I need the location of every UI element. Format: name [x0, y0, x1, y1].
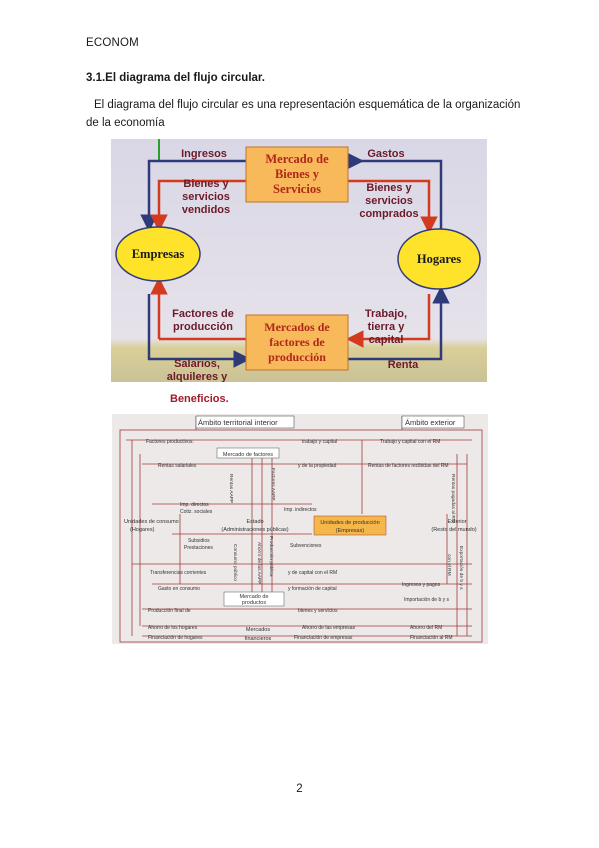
- factores-line2: producción: [173, 321, 233, 333]
- mercado-productos-line1: Mercado de: [239, 594, 268, 600]
- renta-label: Renta: [388, 359, 419, 371]
- trabajo-arrow: [346, 294, 431, 348]
- salarios-line2: alquileres y: [167, 371, 228, 382]
- ambito-interior-label: Ámbito territorial interior: [198, 418, 278, 427]
- unidades-consumo-line2: (Hogares): [130, 527, 155, 533]
- formacion-capital-label: y formación de capital: [288, 586, 337, 592]
- comprados-line2: servicios: [365, 195, 413, 207]
- transferencias-label: Transferencias corrientes: [150, 570, 207, 576]
- document-header: ECONOM: [86, 37, 139, 49]
- produccion-final-label: Producción final de: [148, 608, 191, 614]
- empresas-label: Empresas: [132, 247, 185, 261]
- rentas-pagadas-rm-label: Rentas pagadas al RM: [450, 474, 456, 523]
- gasto-consumo-label: Gasto en consumo: [158, 586, 200, 592]
- mercado-bienes-box: [245, 146, 349, 203]
- unidades-produccion-line2: (Empresas): [336, 528, 365, 534]
- mercado-productos-node: [223, 591, 285, 607]
- bienes-comprados-arrow: [348, 179, 438, 234]
- hogares-label: Hogares: [417, 252, 461, 266]
- con-rm-label: con el RM: [446, 554, 452, 576]
- subsidios-line1: Subsidios: [188, 538, 210, 544]
- mercados-factores-line1: Mercados de: [264, 320, 330, 334]
- hogares-node: [397, 228, 481, 290]
- ingresos-arrow: [140, 159, 246, 232]
- rentas-factores-rm-label: Rentas de factores recibidas del RM: [368, 463, 449, 469]
- trabajo-capital-label: trabajo y capital: [302, 439, 337, 445]
- factores-line1: Factores de: [172, 308, 234, 320]
- produccion-publica-label: Producción pública: [268, 536, 274, 577]
- unidades-produccion-line1: Unidades de producción: [320, 520, 379, 526]
- ahorro-rm-label: Ahorro del RM: [410, 625, 442, 631]
- gastos-line: [348, 159, 443, 239]
- intro-paragraph: El diagrama del flujo circular es una re…: [86, 99, 521, 129]
- factores-productivos-label: Factores productivos:: [146, 439, 194, 445]
- consumo-publico-label: Consumo público: [232, 544, 238, 581]
- salarios-line1: Salarios,: [174, 358, 220, 370]
- mercado-bienes-line3: Servicios: [273, 182, 321, 196]
- trabajo-line3: capital: [369, 334, 404, 346]
- bienes-vendidos-arrow: [150, 179, 246, 232]
- outer-frame: [119, 429, 483, 643]
- trabajo-line2: tierra y: [368, 321, 406, 333]
- comprados-line3: comprados: [359, 208, 418, 220]
- subsidios-line2: Prestaciones: [184, 545, 213, 551]
- ahorro-hogares-label: Ahorro de los hogares: [148, 625, 198, 631]
- ahorro-empresas-label: Ahorro de las empresas: [302, 625, 356, 631]
- mercado-factores-node: [216, 447, 280, 459]
- ingresos-label: Ingresos: [181, 148, 227, 160]
- ambito-exterior-box: [401, 415, 465, 429]
- trabajo-line1: Trabajo,: [365, 308, 407, 320]
- renta-arrow: [348, 286, 450, 361]
- section-title: 3.1.El diagrama del flujo circular.: [86, 72, 265, 84]
- importacion-label: Importación de b y s: [404, 597, 450, 603]
- ambito-exterior-label: Ámbito exterior: [405, 418, 456, 427]
- factores-aapp-label: Factores AAPP: [270, 468, 276, 501]
- comprados-line1: Bienes y: [366, 182, 412, 194]
- mercado-bienes-line2: Bienes y: [275, 167, 320, 181]
- mercados-factores-line3: producción: [268, 350, 326, 364]
- imp-indirectos-label: Imp. indirectos: [284, 507, 317, 513]
- vendidos-line3: vendidos: [182, 204, 230, 216]
- mercados-financieros-line1: Mercados: [246, 627, 270, 633]
- detailed-flow-diagram: Ámbito territorial interior Ámbito exter…: [112, 414, 488, 644]
- diagram2-background: [112, 414, 488, 644]
- mercado-factores-label: Mercado de factores: [223, 452, 273, 458]
- capital-rm-label: y de capital con el RM: [288, 570, 337, 576]
- unidades-produccion-node: [313, 515, 387, 536]
- vendidos-line1: Bienes y: [183, 178, 229, 190]
- empresas-node: [115, 226, 201, 282]
- ingresos-pagos-label: Ingresos y pagos: [402, 582, 441, 588]
- vendidos-line2: servicios: [182, 191, 230, 203]
- salarios-arrow: [147, 294, 251, 368]
- rentas-aapp-label: Rentas AAPP: [228, 474, 234, 503]
- mercados-factores-box: [245, 314, 349, 371]
- financiacion-rm-label: Financiación al RM: [410, 635, 453, 641]
- ambito-interior-box: [195, 415, 295, 429]
- financiacion-empresas-label: Financiación de empresas: [294, 635, 353, 641]
- gastos-label: Gastos: [367, 148, 404, 160]
- trabajo-capital-rm-label: Trabajo y capital con el RM: [380, 439, 440, 445]
- subvenciones-label: Subvenciones: [290, 543, 322, 549]
- financiacion-hogares-label: Financiación de hogares: [148, 635, 203, 641]
- imp-directos-line2: Cotiz. sociales: [180, 509, 213, 515]
- imp-directos-line1: Imp. directos: [180, 502, 209, 508]
- page-number: 2: [296, 783, 303, 795]
- ahorro-aapp-label: Ahorro de las AAPP: [256, 542, 262, 584]
- mercados-financieros-line2: financieros: [245, 636, 272, 642]
- bienes-servicios-label: bienes y servicios: [298, 608, 338, 614]
- circular-flow-diagram: Mercado de Bienes y Servicios Mercados d…: [111, 139, 487, 382]
- exportacion-label: Exportación de b y s: [458, 546, 464, 590]
- propiedad-label: y de la propiedad: [298, 463, 337, 469]
- unidades-consumo-line1: Unidades de consumo: [124, 519, 179, 525]
- mercados-factores-line2: factores de: [269, 335, 325, 349]
- rentas-salariales-label: Rentas salariales: [158, 463, 197, 469]
- exterior-line1: Exterior: [448, 519, 467, 525]
- mercado-bienes-line1: Mercado de: [265, 152, 329, 166]
- mercado-productos-line2: productos: [242, 600, 266, 606]
- exterior-line2: (Resto del mundo): [431, 527, 476, 533]
- estado-line2: (Administraciones públicas): [221, 527, 288, 533]
- estado-line1: Estado: [246, 519, 263, 525]
- beneficios-label: Beneficios.: [170, 393, 229, 405]
